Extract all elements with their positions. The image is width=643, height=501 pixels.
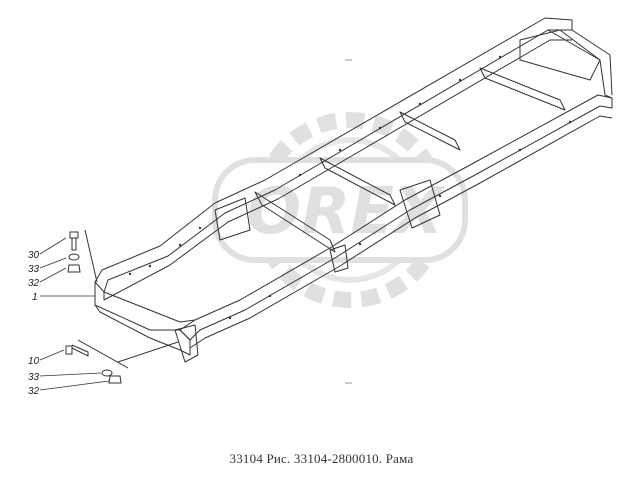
- callout-32-lower: 32: [28, 386, 40, 397]
- fastener-group-lower: [65, 339, 179, 384]
- left-rail-flange: [103, 39, 572, 301]
- rear-end-plate: [519, 29, 601, 81]
- leader-line-upper: [84, 229, 98, 283]
- cross-member-1: [254, 191, 336, 253]
- front-cross-member: [94, 282, 191, 356]
- callout-33-lower: 33: [28, 372, 40, 383]
- frame-assembly: [94, 17, 613, 363]
- cross-member-4: [479, 67, 566, 111]
- right-rail-flange: [189, 115, 613, 349]
- callout-10: 10: [28, 356, 40, 367]
- middle-bracket: [399, 179, 441, 229]
- leader-line-lower-b: [117, 341, 179, 363]
- rail-holes: [128, 55, 572, 320]
- fastener-group-upper: [67, 229, 98, 283]
- right-side-rail: [179, 94, 613, 341]
- figure-caption: 33104 Рис. 33104-2800010. Рама: [229, 451, 414, 466]
- left-bracket: [214, 197, 251, 241]
- washer-33-lower: [101, 369, 113, 377]
- rear-cross-member: [547, 29, 613, 99]
- nut-32-lower: [108, 375, 122, 384]
- watermark-logo: OREX: [212, 112, 468, 308]
- callout-1: 1: [32, 292, 38, 303]
- front-spring-bracket: [174, 324, 199, 363]
- right-front-bracket: [329, 244, 349, 273]
- bolt-30: [69, 231, 79, 251]
- callout-30: 30: [28, 250, 40, 261]
- front-cross-member-face: [103, 291, 196, 323]
- callouts: [39, 237, 110, 391]
- callout-33-upper: 33: [28, 264, 40, 275]
- cross-member-3: [399, 111, 461, 151]
- washer-33-upper: [68, 253, 80, 261]
- leader-line-lower-a: [77, 339, 129, 369]
- callout-32-upper: 32: [28, 278, 40, 289]
- cross-member-2: [319, 157, 396, 206]
- nut-32-upper: [67, 264, 81, 273]
- bolt-10: [65, 344, 89, 357]
